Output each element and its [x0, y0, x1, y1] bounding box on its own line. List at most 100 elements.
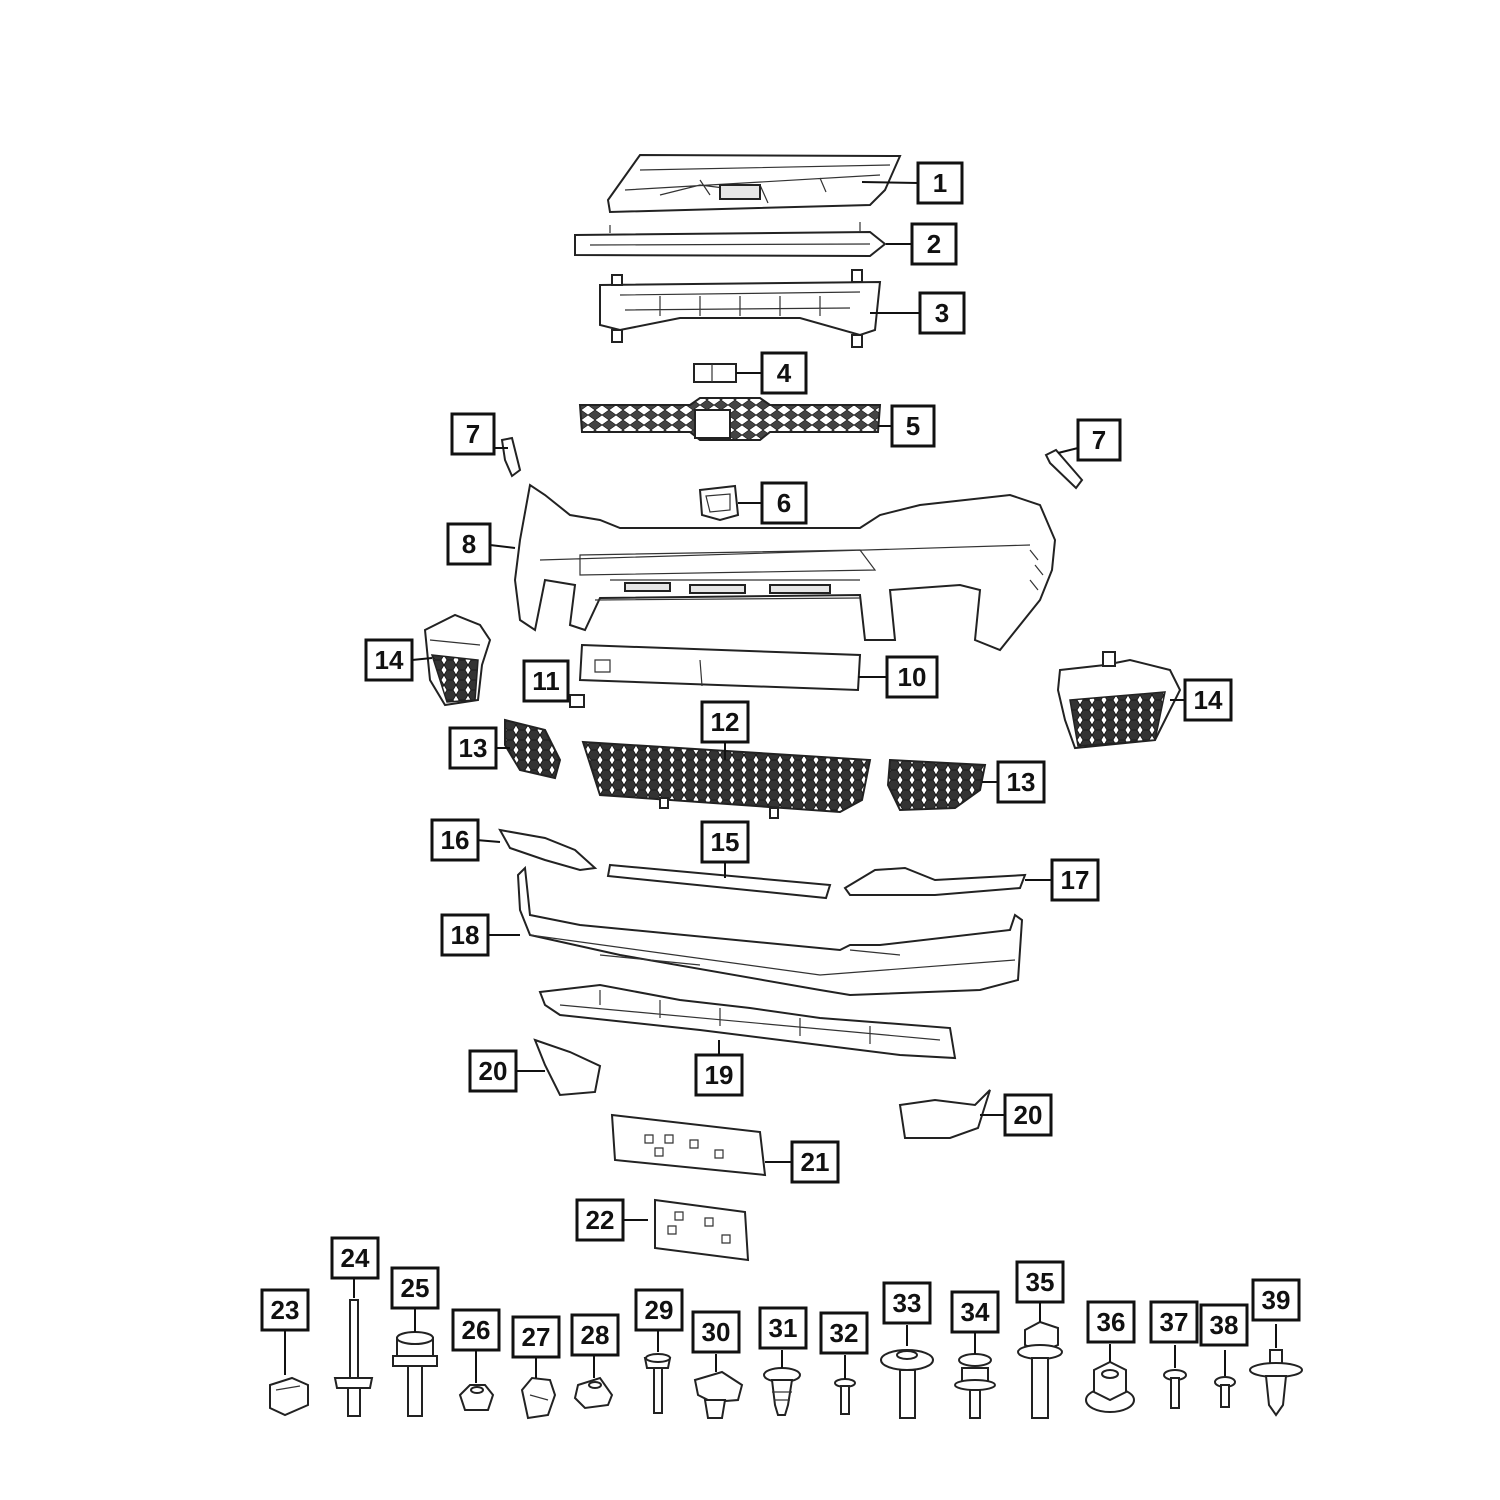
part-32-small-screw — [834, 1378, 856, 1415]
part-36-hex-nut — [1085, 1360, 1135, 1413]
svg-text:13: 13 — [1007, 767, 1036, 797]
part-28-u-nut — [573, 1376, 614, 1410]
callout-22: 22 — [575, 1198, 625, 1242]
svg-text:10: 10 — [898, 662, 927, 692]
part-20-left-corner — [533, 1038, 602, 1097]
callout-21: 21 — [790, 1140, 840, 1184]
part-22-license-plate-bracket — [654, 1198, 750, 1262]
part-7-left-bracket — [500, 436, 522, 478]
svg-text:18: 18 — [451, 920, 480, 950]
part-13-left-fog-grille — [504, 718, 562, 780]
svg-text:11: 11 — [532, 666, 560, 696]
part-37-screw — [1163, 1369, 1187, 1409]
svg-text:13: 13 — [459, 733, 488, 763]
svg-text:1: 1 — [933, 168, 947, 198]
callout-35: 35 — [1015, 1260, 1065, 1304]
part-5-upper-grille — [578, 397, 882, 441]
callout-12: 12 — [700, 700, 750, 744]
callout-4: 4 — [760, 351, 808, 395]
part-6-sensor-bracket — [698, 484, 740, 522]
svg-text:36: 36 — [1097, 1307, 1126, 1337]
callout-27: 27 — [511, 1315, 561, 1359]
callout-2: 2 — [910, 222, 958, 266]
leader-8 — [489, 544, 516, 549]
part-13-right-fog-grille — [886, 758, 987, 812]
callout-6: 6 — [760, 481, 808, 525]
svg-text:2: 2 — [927, 229, 941, 259]
part-10-center-strip — [578, 643, 862, 692]
svg-text:15: 15 — [711, 827, 740, 857]
part-17-right-trim — [843, 866, 1027, 896]
svg-text:19: 19 — [705, 1060, 734, 1090]
svg-text:37: 37 — [1160, 1307, 1189, 1337]
svg-text:6: 6 — [777, 488, 791, 518]
callout-17: 17 — [1050, 858, 1100, 902]
svg-text:16: 16 — [441, 825, 470, 855]
svg-text:28: 28 — [581, 1320, 610, 1350]
callout-13-left: 13 — [448, 726, 498, 770]
svg-text:26: 26 — [462, 1315, 491, 1345]
svg-text:4: 4 — [777, 358, 792, 388]
callout-24: 24 — [330, 1236, 380, 1280]
part-12-lower-grille — [581, 740, 872, 819]
callout-20-right: 20 — [1003, 1093, 1053, 1137]
leader-1 — [861, 181, 919, 184]
part-25-bolt — [392, 1331, 438, 1417]
part-14-left-fog-housing — [423, 613, 492, 707]
part-7-right-bracket — [1044, 448, 1084, 490]
callout-13-right: 13 — [996, 760, 1046, 804]
callout-31: 31 — [758, 1306, 808, 1350]
callout-33: 33 — [882, 1281, 932, 1325]
svg-text:23: 23 — [271, 1295, 300, 1325]
svg-text:12: 12 — [711, 707, 740, 737]
svg-text:33: 33 — [893, 1288, 922, 1318]
part-24-push-pin — [333, 1299, 374, 1417]
svg-text:20: 20 — [479, 1056, 508, 1086]
svg-text:14: 14 — [375, 645, 404, 675]
callout-39: 39 — [1251, 1278, 1301, 1322]
callout-18: 18 — [440, 913, 490, 957]
svg-text:25: 25 — [401, 1273, 430, 1303]
svg-text:30: 30 — [702, 1317, 731, 1347]
part-30-clip — [693, 1370, 744, 1419]
callout-19: 19 — [694, 1053, 744, 1097]
part-11-clip — [569, 694, 585, 708]
callout-38: 38 — [1199, 1303, 1249, 1347]
svg-text:29: 29 — [645, 1295, 674, 1325]
part-2-upper-rail — [574, 222, 887, 258]
part-27-retainer — [520, 1376, 557, 1420]
callout-7-right: 7 — [1076, 418, 1122, 462]
part-26-nut — [458, 1384, 495, 1411]
svg-text:20: 20 — [1014, 1100, 1043, 1130]
svg-text:3: 3 — [935, 298, 949, 328]
callout-1: 1 — [916, 161, 964, 205]
part-38-screw — [1214, 1376, 1236, 1408]
callout-15: 15 — [700, 820, 750, 864]
svg-text:34: 34 — [961, 1297, 990, 1327]
part-34-retainer — [954, 1353, 996, 1419]
svg-text:21: 21 — [801, 1147, 830, 1177]
part-14-right-fog-housing — [1056, 651, 1182, 750]
callout-23: 23 — [260, 1288, 310, 1332]
leader-16 — [475, 839, 501, 843]
part-20-right-corner — [898, 1089, 991, 1139]
callout-25: 25 — [390, 1266, 440, 1310]
part-31-push-retainer — [763, 1367, 801, 1416]
callout-37: 37 — [1149, 1300, 1199, 1344]
svg-text:27: 27 — [522, 1322, 551, 1352]
part-29-screw — [643, 1353, 672, 1414]
callout-30: 30 — [691, 1310, 741, 1354]
callout-3: 3 — [918, 291, 966, 335]
svg-text:7: 7 — [1092, 425, 1106, 455]
callout-26: 26 — [451, 1308, 501, 1352]
svg-text:24: 24 — [341, 1243, 370, 1273]
svg-text:31: 31 — [769, 1313, 798, 1343]
callout-32: 32 — [819, 1311, 869, 1355]
part-23-nut-clip — [269, 1376, 309, 1417]
callout-34: 34 — [950, 1290, 1000, 1334]
svg-text:5: 5 — [906, 411, 920, 441]
callout-28: 28 — [570, 1313, 620, 1357]
callout-14-right: 14 — [1183, 678, 1233, 722]
callout-20-left: 20 — [468, 1049, 518, 1093]
